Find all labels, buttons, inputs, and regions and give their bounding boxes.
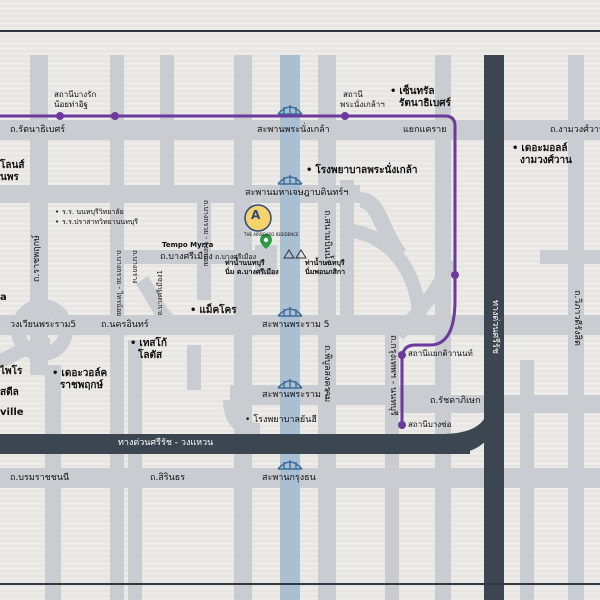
place-tesco: เทสโก้ [130, 338, 167, 349]
bridges [277, 105, 303, 470]
road-label: ถ.สิรินธร [150, 473, 186, 483]
place-edge: a [0, 292, 7, 303]
station-dot [341, 112, 349, 120]
place-tempo: Tempo Myrra [162, 241, 214, 249]
station-label: น้อยท่าอิฐ [54, 100, 88, 109]
station-dot [398, 351, 406, 359]
station-dot [56, 112, 64, 120]
place-edge: ไพโร [0, 366, 23, 377]
road-label: ถ.บางกรวย - จงถนอม [202, 200, 210, 267]
pier-icon [283, 249, 307, 259]
place-pier: ท่าน้ำนนทบุรี [225, 259, 265, 267]
station-dot [451, 271, 459, 279]
station-dot [111, 112, 119, 120]
road-label: ถ.ราชพฤกษ์ [32, 235, 42, 283]
map-pin-icon [260, 234, 272, 249]
road-label: ถ.บางกรวย - ไทรน้อย [115, 250, 123, 317]
road-label-expressway: ทางด่วนศรีรัช - วงแหวน [118, 438, 214, 448]
road-label: แยกแคราย [403, 125, 447, 135]
station-label: สถานีบางรัก [54, 90, 97, 99]
roundabout-rama5 [11, 299, 73, 361]
bridge-icon [277, 105, 303, 115]
road-label: ถ.สนามบินน้ำ [322, 210, 332, 265]
project-logo-text: A [251, 208, 261, 222]
place-the-walk: เดอะวอล์ค [52, 368, 107, 379]
station-label: พระนั่งเกล้าฯ [340, 100, 385, 109]
station-label: สถานี [343, 90, 363, 99]
road-label: ถ.บรมราชชนนี [10, 473, 70, 483]
road-label: ถ.บางศรีเมือง [215, 253, 257, 261]
bridge-icon [277, 379, 303, 389]
place-tesco-2: โลตัส [138, 350, 163, 361]
road-label: ถ.บางศรีเมือง1 [156, 270, 164, 316]
road-label-expressway: ทางด่วนศรีรัช [490, 300, 500, 354]
place-edge: นพร [0, 172, 19, 183]
place-central: เซ็นทรัล [390, 86, 434, 97]
road-label: ถ.บางกร่าง [131, 250, 139, 284]
station-dot [398, 421, 406, 429]
purple-line-metro [0, 114, 457, 425]
expressway [0, 55, 504, 600]
road-label: ถ.วิภาวดีรังสิต [572, 290, 582, 346]
road-label: ถ.บางศรีเมือง [160, 252, 213, 262]
road-curves [0, 192, 457, 437]
place-yanhee: โรงพยาบาลยันฮี [245, 415, 317, 426]
bridge-label: สะพานกรุงธน [262, 473, 316, 483]
place-edge: ville [0, 407, 24, 418]
station-label: สถานีบางซ่อ [408, 420, 452, 429]
road-label: ถ.งามวงศ์วาน [550, 125, 600, 135]
place-pier-2: นิ่ม ต.บางศรีเมือง [225, 268, 279, 276]
place-edge: โลนส์ [0, 160, 25, 171]
bridge-label: สะพานมหาเจษฎาบดินทร์ฯ [245, 188, 349, 198]
project-logo-subtitle: THE AIRBOARD RESIDENCE [244, 232, 299, 237]
place-school: ร.ร.ปราสาทวิทยานนทบุรี [55, 217, 138, 228]
road-label: วงเวียนพระราม5 [10, 320, 77, 330]
place-the-mall-2: งามวงศ์วาน [520, 155, 573, 166]
bridge-label: สะพานพระราม 7 [262, 390, 330, 400]
place-pier-b: ท่าน้ำนนทบุรี [305, 259, 345, 267]
bridge-icon [277, 175, 303, 185]
bridge-label: สะพานพระราม 5 [262, 320, 330, 330]
place-pier-b-2: นิ่มพอนภสิกา [305, 268, 346, 276]
road-label: ถ.พิบูลสงคราม [322, 345, 332, 403]
metro-stations [56, 112, 459, 429]
bridge-icon [277, 460, 303, 470]
project-logo [244, 204, 272, 232]
place-hospital: โรงพยาบาลพระนั่งเกล้า [306, 165, 417, 176]
station-label: สถานีแยกติวานนท์ [408, 349, 473, 358]
bridge-icon [277, 307, 303, 317]
road-label: ถ.นครอินทร์ [101, 320, 149, 330]
place-edge: สตีล [0, 387, 19, 398]
road-label: ถ.รัตนาธิเบศร์ [10, 125, 66, 135]
place-makro: แม็คโคร [190, 305, 236, 316]
place-central-2: รัตนาธิเบศร์ [399, 98, 451, 109]
road-label: ถ.รัชดาภิเษก [430, 396, 481, 406]
place-the-mall: เดอะมอลล์ [512, 143, 567, 154]
place-school: ร.ร. นนทบุรีวิทยาลัย [55, 207, 124, 218]
bridge-label: สะพานพระนั่งเกล้า [257, 125, 330, 135]
road-label: ถ.กรุงเทพฯ - นนทบุรี [388, 335, 398, 416]
place-the-walk-2: ราชพฤกษ์ [60, 380, 104, 391]
